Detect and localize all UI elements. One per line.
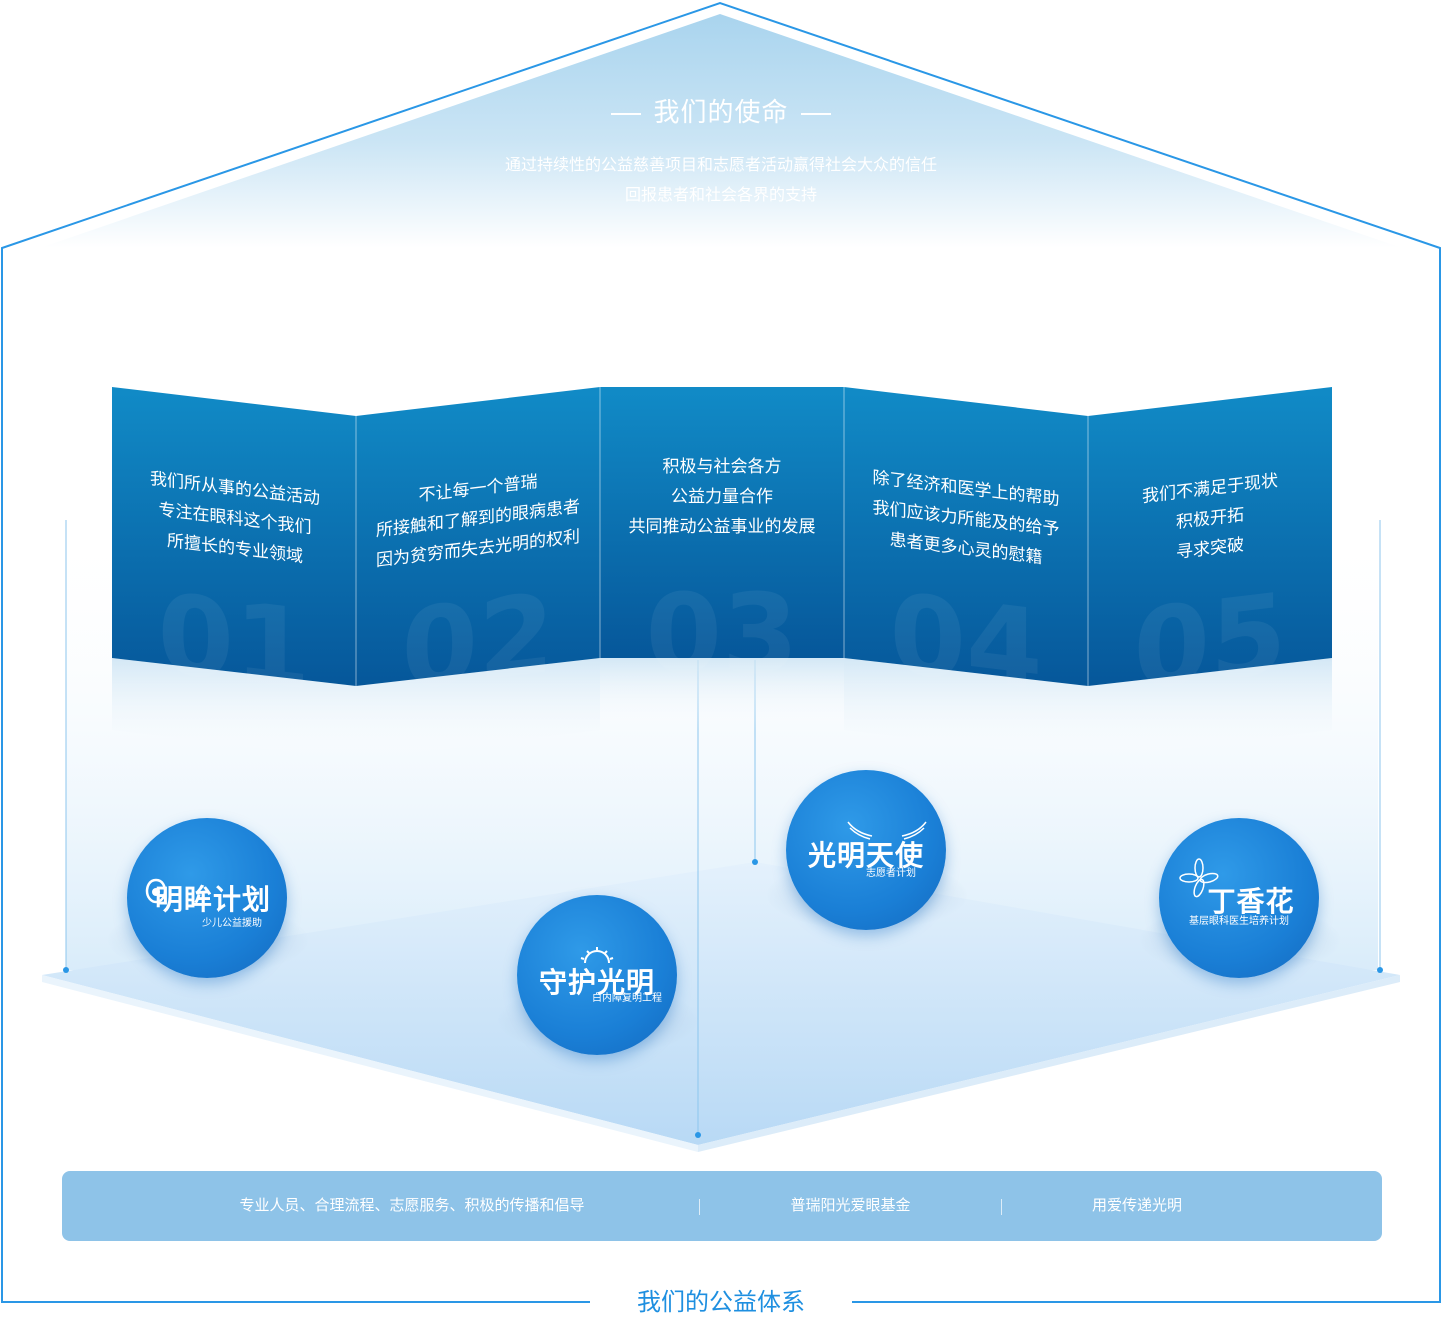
wings-icon — [847, 821, 927, 840]
panel-text-3: 积极与社会各方 公益力量合作 共同推动公益事业的发展 — [607, 452, 837, 542]
badge-1-sub: 少儿公益援助 — [202, 918, 262, 929]
panel-reflection-3 — [600, 658, 844, 730]
badge-3-sub: 志愿者计划 — [866, 868, 916, 879]
mission-title-text: 我们的使命 — [653, 97, 789, 127]
panel-reflection-1 — [112, 658, 356, 760]
panel-number-3: 03 — [645, 570, 799, 698]
badge-tianshi[interactable]: 光明天使 志愿者计划 — [786, 770, 946, 930]
floor — [42, 862, 1400, 1145]
bar-item-love: 用爱传递光明 — [1091, 1197, 1182, 1214]
badge-2-sub: 白内障复明工程 — [592, 993, 662, 1004]
guide-dot-left — [63, 967, 69, 973]
bar-item-professional: 专业人员、合理流程、志愿服务、积极的传播和倡导 — [239, 1197, 585, 1214]
bar-item-fund: 普瑞阳光爱眼基金 — [790, 1197, 911, 1214]
panel-1 — [112, 387, 356, 686]
panel-reflection-5 — [1088, 658, 1332, 760]
panel-3 — [600, 387, 844, 658]
eye-icon — [145, 878, 167, 904]
badge-1-name: 明眸计划 — [154, 884, 271, 915]
panel-reflection-4 — [844, 658, 1088, 760]
mission-line-1: 通过持续性的公益慈善项目和志愿者活动赢得社会大众的信任 — [504, 157, 937, 174]
sun-icon — [580, 947, 614, 964]
mission-line-2: 回报患者和社会各界的支持 — [624, 187, 817, 204]
badge-4-sub: 基层眼科医生培养计划 — [1189, 916, 1289, 927]
floor-edge-right — [698, 975, 1400, 1152]
panel-2 — [356, 387, 600, 686]
floor-edge-left — [42, 975, 698, 1152]
mission-title: 我们的使命 — [0, 92, 1442, 129]
panel-5 — [1088, 387, 1332, 686]
bar-separator-1 — [699, 1199, 700, 1215]
guide-dot-right — [1377, 967, 1383, 973]
guide-dot-front — [695, 1132, 701, 1138]
flower-icon — [1179, 858, 1219, 898]
panel-3-line-3: 共同推动公益事业的发展 — [628, 517, 816, 536]
bar-separator-2 — [1001, 1199, 1002, 1215]
badge-2-name: 守护光明 — [538, 967, 655, 998]
panel-reflection-2 — [356, 658, 600, 760]
badge-mingmou[interactable]: 明眸计划 少儿公益援助 — [127, 818, 287, 978]
guide-dot-center — [752, 859, 758, 865]
foundation-bar: 专业人员、合理流程、志愿服务、积极的传播和倡导 普瑞阳光爱眼基金 用爱传递光明 — [62, 1171, 1382, 1241]
panel-3-line-2: 公益力量合作 — [671, 487, 773, 506]
badge-dingxiang[interactable]: 丁香花 基层眼科医生培养计划 — [1159, 818, 1319, 978]
system-title: 我们的公益体系 — [590, 1282, 852, 1317]
title-dash-right — [800, 113, 831, 116]
badge-shouhu[interactable]: 守护光明 白内障复明工程 — [517, 895, 677, 1055]
panel-4 — [844, 387, 1088, 686]
badge-3-name: 光明天使 — [807, 840, 924, 871]
panel-3-line-1: 积极与社会各方 — [662, 457, 782, 476]
title-dash-left — [611, 113, 642, 116]
badge-4-name: 丁香花 — [1207, 886, 1295, 917]
roof-glow — [40, 14, 1402, 248]
